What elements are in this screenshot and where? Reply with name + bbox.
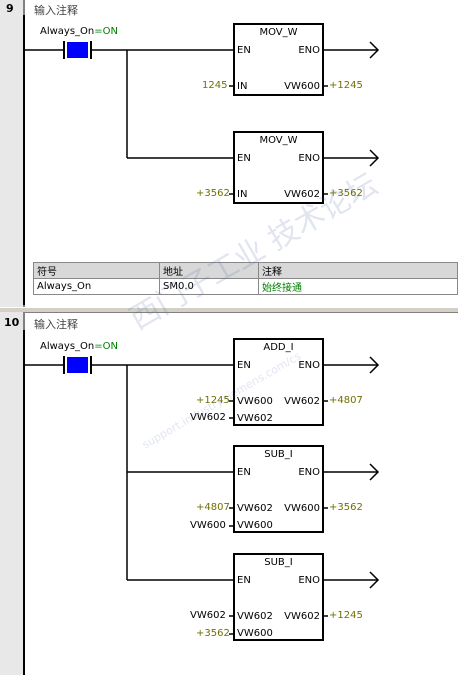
symbol-table: 符号 地址 注释 Always_On SM0.0 始终接通 <box>33 262 458 295</box>
eno-arrow-icon <box>369 149 380 167</box>
symbol-table-header: 符号 地址 注释 <box>33 262 458 279</box>
en-pin: EN <box>237 360 251 371</box>
out-pin: VW602 <box>284 611 320 622</box>
eno-pin: ENO <box>298 467 320 478</box>
in1-pin: VW600 <box>237 396 273 407</box>
contact-label: Always_On=ON <box>40 26 118 37</box>
always-on-contact[interactable] <box>63 356 92 374</box>
sub-i-box-1[interactable]: SUB_I EN ENO VW602 VW600 VW600 <box>233 445 324 533</box>
table-row[interactable]: Always_On SM0.0 始终接通 <box>33 278 458 295</box>
mov-w-box-2[interactable]: MOV_W EN ENO IN VW602 <box>233 131 324 204</box>
in1-value[interactable]: +1245 <box>196 395 230 406</box>
en-pin: EN <box>237 153 251 164</box>
eno-pin: ENO <box>298 153 320 164</box>
network-10-comment[interactable]: 输入注释 <box>34 318 78 331</box>
out-value: +1245 <box>329 80 363 91</box>
in-value[interactable]: 1245 <box>202 80 228 91</box>
out-value: +1245 <box>329 610 363 621</box>
mov-w-box-1[interactable]: MOV_W EN ENO IN VW600 <box>233 23 324 96</box>
out-pin: VW600 <box>284 503 320 514</box>
network-10-number: 10 <box>4 316 20 329</box>
out-value: +4807 <box>329 395 363 406</box>
out-value: +3562 <box>329 188 363 199</box>
in1-pin: VW602 <box>237 611 273 622</box>
en-pin: EN <box>237 467 251 478</box>
out-pin: VW602 <box>284 189 320 200</box>
in1-value[interactable]: VW602 <box>190 610 226 621</box>
eno-arrow-icon <box>369 41 380 59</box>
in2-pin: VW600 <box>237 520 273 531</box>
in1-value[interactable]: +4807 <box>196 502 230 513</box>
network-10-ladder <box>23 330 380 675</box>
box-title: MOV_W <box>259 27 298 38</box>
always-on-contact[interactable] <box>63 41 92 59</box>
in2-pin: VW600 <box>237 628 273 639</box>
box-title: SUB_I <box>264 557 293 568</box>
network-9-comment[interactable]: 输入注释 <box>34 4 78 17</box>
box-title: ADD_I <box>263 342 294 353</box>
eno-pin: ENO <box>298 45 320 56</box>
en-pin: EN <box>237 45 251 56</box>
eno-arrow-icon <box>369 463 380 481</box>
eno-pin: ENO <box>298 360 320 371</box>
in2-value[interactable]: VW600 <box>190 520 226 531</box>
add-i-box[interactable]: ADD_I EN ENO VW600 VW602 VW602 <box>233 338 324 426</box>
in1-pin: VW602 <box>237 503 273 514</box>
in-pin: IN <box>237 189 248 200</box>
out-value: +3562 <box>329 502 363 513</box>
network-separator <box>0 307 458 313</box>
en-pin: EN <box>237 575 251 586</box>
eno-pin: ENO <box>298 575 320 586</box>
contact-label: Always_On=ON <box>40 341 118 352</box>
eno-arrow-icon <box>369 571 380 589</box>
sub-i-box-2[interactable]: SUB_I EN ENO VW602 VW600 VW602 <box>233 553 324 641</box>
box-title: MOV_W <box>259 135 298 146</box>
in-pin: IN <box>237 81 248 92</box>
network-9-ladder <box>23 15 380 305</box>
out-pin: VW600 <box>284 81 320 92</box>
box-title: SUB_I <box>264 449 293 460</box>
in2-value[interactable]: +3562 <box>196 628 230 639</box>
network-9-number: 9 <box>6 2 14 15</box>
out-pin: VW602 <box>284 396 320 407</box>
in2-pin: VW602 <box>237 413 273 424</box>
eno-arrow-icon <box>369 356 380 374</box>
in2-value[interactable]: VW602 <box>190 412 226 423</box>
in-value[interactable]: +3562 <box>196 188 230 199</box>
